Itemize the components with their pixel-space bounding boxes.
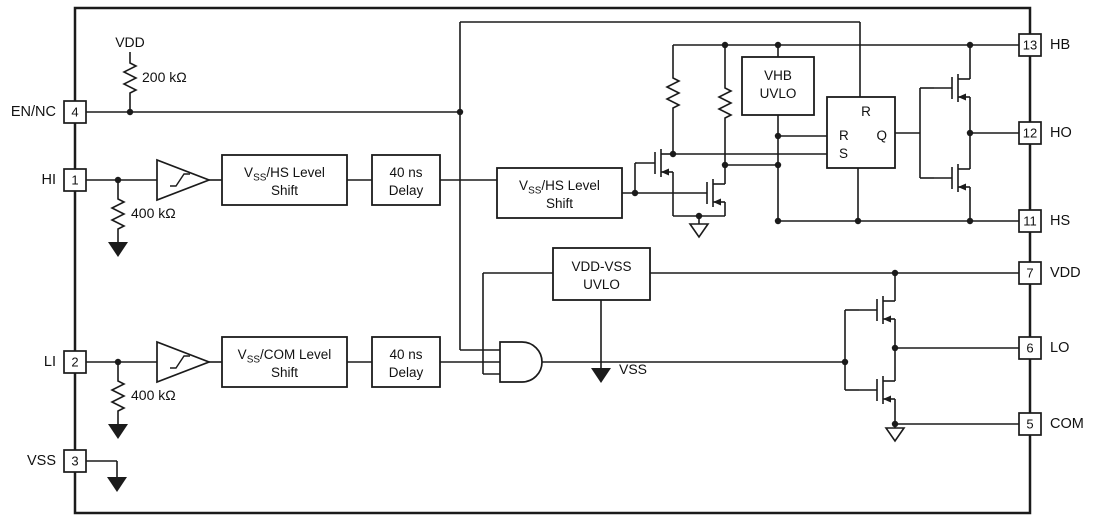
function-blocks: VSS/HS Level Shift 40 ns Delay VSS/HS Le… bbox=[221, 56, 896, 388]
ground-symbols bbox=[107, 223, 906, 492]
pin-en-nc: 4 EN/NC bbox=[11, 100, 87, 124]
pins: 4 EN/NC 1 HI 2 LI 3 VSS 13 HB 12 HO bbox=[11, 33, 1084, 473]
svg-text:VDD-VSS: VDD-VSS bbox=[571, 259, 631, 274]
pin-hi: 1 HI bbox=[42, 168, 87, 192]
pin-box bbox=[63, 100, 87, 124]
svg-text:Delay: Delay bbox=[389, 183, 424, 198]
pin-number: 7 bbox=[1026, 266, 1033, 281]
vss-ground-icon bbox=[108, 242, 128, 257]
net-labels: VDD 200 kΩ 400 kΩ 400 kΩ VSS bbox=[115, 34, 647, 403]
vss-net-label: VSS bbox=[619, 361, 647, 377]
and-gate-icon bbox=[499, 341, 543, 383]
block-delay-1: 40 ns Delay bbox=[371, 154, 441, 206]
pin-number: 1 bbox=[71, 173, 78, 188]
pin-label: LI bbox=[44, 354, 56, 370]
svg-text:VSS/HS Level: VSS/HS Level bbox=[244, 165, 325, 184]
pin-box bbox=[63, 168, 87, 192]
pin-label: VDD bbox=[1050, 265, 1081, 281]
pin-number: 3 bbox=[71, 454, 78, 469]
block-vss-hs-level-shift-1: VSS/HS Level Shift bbox=[221, 154, 348, 206]
pin-hs: 11 HS bbox=[1018, 209, 1070, 233]
svg-text:Shift: Shift bbox=[546, 196, 573, 211]
resistor-levelshift-b bbox=[717, 85, 733, 121]
pin-label: HI bbox=[42, 172, 57, 188]
svg-text:40 ns: 40 ns bbox=[389, 165, 422, 180]
svg-text:Shift: Shift bbox=[271, 183, 298, 198]
pin-ho: 12 HO bbox=[1018, 121, 1072, 145]
block-vss-com-level-shift: VSS/COM Level Shift bbox=[221, 336, 348, 388]
pin-vss: 3 VSS bbox=[27, 449, 87, 473]
pin-number: 2 bbox=[71, 355, 78, 370]
pin-label: EN/NC bbox=[11, 104, 56, 120]
svg-text:Shift: Shift bbox=[271, 365, 298, 380]
pin-box bbox=[1018, 412, 1042, 436]
vdd-label: VDD bbox=[115, 34, 145, 50]
hysteresis-icon bbox=[170, 355, 190, 369]
block-delay-2: 40 ns Delay bbox=[371, 336, 441, 388]
pin-number: 11 bbox=[1023, 214, 1037, 229]
svg-text:VSS/HS Level: VSS/HS Level bbox=[519, 178, 600, 197]
svg-text:VSS/COM Level: VSS/COM Level bbox=[238, 347, 332, 366]
block-vdd-vss-uvlo: VDD-VSS UVLO bbox=[552, 247, 651, 301]
latch-r-top-label: R bbox=[861, 104, 871, 119]
pin-label: VSS bbox=[27, 453, 56, 469]
svg-text:UVLO: UVLO bbox=[583, 277, 620, 292]
resistor-200k bbox=[122, 60, 138, 96]
pin-number: 6 bbox=[1026, 341, 1033, 356]
svg-text:Delay: Delay bbox=[389, 365, 424, 380]
pin-number: 4 bbox=[71, 105, 78, 120]
pin-hb: 13 HB bbox=[1018, 33, 1070, 57]
resistor-levelshift-a bbox=[665, 75, 681, 111]
latch-r-label: R bbox=[839, 128, 849, 143]
pin-number: 13 bbox=[1023, 38, 1037, 53]
pin-box bbox=[1018, 209, 1042, 233]
pin-com: 5 COM bbox=[1018, 412, 1084, 436]
pin-label: HB bbox=[1050, 37, 1070, 53]
resistor-400k-hi bbox=[110, 196, 126, 232]
pin-lo: 6 LO bbox=[1018, 336, 1069, 360]
pin-label: HS bbox=[1050, 213, 1070, 229]
pin-box bbox=[63, 449, 87, 473]
hs-ground-icon bbox=[688, 223, 710, 239]
svg-text:UVLO: UVLO bbox=[760, 86, 797, 101]
pin-box bbox=[63, 350, 87, 374]
resistor-400k-li bbox=[110, 378, 126, 414]
vss-ground-icon bbox=[107, 477, 127, 492]
pin-label: COM bbox=[1050, 416, 1084, 432]
r200k-label: 200 kΩ bbox=[142, 69, 187, 85]
resistors bbox=[110, 60, 733, 414]
pin-vdd: 7 VDD bbox=[1018, 261, 1081, 285]
logic-symbols bbox=[156, 158, 543, 384]
pin-li: 2 LI bbox=[44, 350, 87, 374]
pin-box bbox=[1018, 33, 1042, 57]
pin-box bbox=[1018, 121, 1042, 145]
latch-q-label: Q bbox=[876, 128, 887, 143]
block-vss-hs-level-shift-2: VSS/HS Level Shift bbox=[496, 167, 623, 219]
schmitt-buffer-li-icon bbox=[156, 340, 212, 384]
pin-label: LO bbox=[1050, 340, 1069, 356]
svg-text:VHB: VHB bbox=[764, 68, 792, 83]
junction-dots bbox=[114, 41, 974, 428]
latch-s-label: S bbox=[839, 146, 848, 161]
r400k-li-label: 400 kΩ bbox=[131, 387, 176, 403]
svg-text:40 ns: 40 ns bbox=[389, 347, 422, 362]
pin-box bbox=[1018, 261, 1042, 285]
pin-label: HO bbox=[1050, 125, 1072, 141]
vss-ground-icon bbox=[591, 368, 611, 383]
vss-ground-icon bbox=[108, 424, 128, 439]
com-ground-icon bbox=[884, 427, 906, 443]
block-rs-latch: R R S Q bbox=[826, 96, 896, 169]
pin-number: 5 bbox=[1026, 417, 1033, 432]
pin-box bbox=[1018, 336, 1042, 360]
r400k-hi-label: 400 kΩ bbox=[131, 205, 176, 221]
block-vhb-uvlo: VHB UVLO bbox=[741, 56, 815, 116]
hysteresis-icon bbox=[170, 173, 190, 187]
schmitt-buffer-hi-icon bbox=[156, 158, 212, 202]
pin-number: 12 bbox=[1023, 126, 1037, 141]
